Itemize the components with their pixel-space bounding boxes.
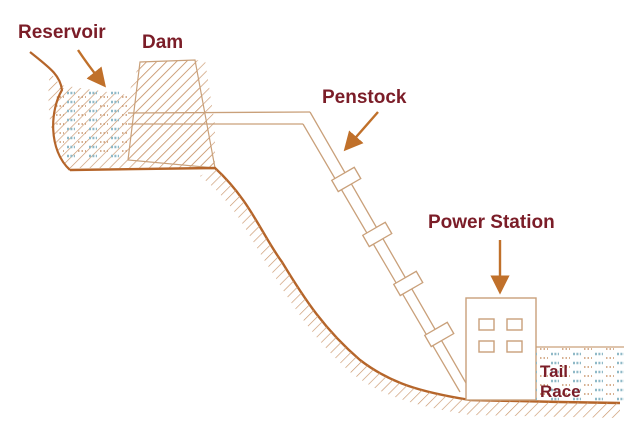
- reservoir-bank-curve: [29, 51, 71, 171]
- dam: [127, 59, 216, 169]
- label-race: Race: [540, 382, 581, 401]
- reservoir-arrow: [77, 49, 106, 88]
- reservoir-water: [56, 88, 128, 158]
- intake-tunnel: [127, 111, 311, 125]
- label-reservoir: Reservoir: [18, 22, 106, 43]
- power-station-windows: [478, 318, 523, 353]
- penstock-pipe: [302, 111, 471, 393]
- power-station-building: [465, 297, 537, 401]
- penstock-collars: [330, 166, 455, 348]
- label-dam: Dam: [142, 32, 183, 53]
- label-tail: Tail: [540, 362, 568, 381]
- label-power-station: Power Station: [428, 212, 555, 233]
- label-penstock: Penstock: [322, 87, 407, 108]
- penstock-arrow: [343, 111, 379, 152]
- tail-race-water: [536, 348, 624, 402]
